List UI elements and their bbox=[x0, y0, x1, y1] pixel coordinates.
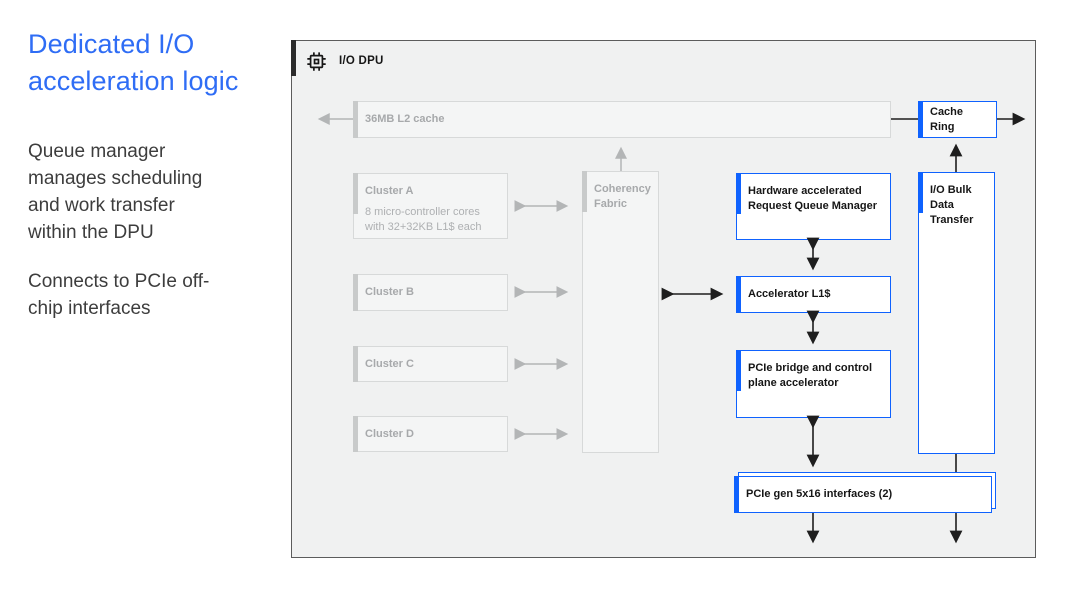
block-cluster-c: Cluster C bbox=[353, 346, 508, 382]
block-cache-ring: Cache Ring bbox=[918, 101, 997, 138]
block-accent bbox=[918, 101, 923, 138]
block-label: 36MB L2 cache bbox=[365, 113, 445, 125]
block-label: PCIe gen 5x16 interfaces (2) bbox=[746, 488, 893, 500]
block-accent bbox=[736, 276, 741, 313]
block-accent bbox=[736, 350, 741, 391]
block-io-bulk-transfer: I/O Bulk Data Transfer bbox=[918, 172, 995, 454]
block-label: PCIe bridge and control plane accelerato… bbox=[748, 362, 873, 389]
block-accent bbox=[353, 173, 358, 214]
block-l2-cache: 36MB L2 cache bbox=[353, 101, 891, 138]
block-accelerator-l1: Accelerator L1$ bbox=[736, 276, 891, 313]
block-pcie-bridge: PCIe bridge and control plane accelerato… bbox=[736, 350, 891, 418]
block-accent bbox=[353, 101, 358, 138]
block-label: Cluster A bbox=[365, 185, 414, 197]
block-label: Cache Ring bbox=[930, 105, 964, 133]
body-paragraph-queue-manager: Queue manager manages scheduling and wor… bbox=[28, 141, 203, 243]
block-accent bbox=[353, 274, 358, 311]
corner-accent-bar bbox=[290, 39, 296, 76]
dpu-header: I/O DPU bbox=[306, 49, 384, 73]
block-label: Cluster C bbox=[365, 357, 414, 370]
block-accent bbox=[734, 476, 739, 513]
block-label: I/O Bulk Data Transfer bbox=[930, 184, 974, 226]
page-title: Dedicated I/O acceleration logic bbox=[28, 29, 239, 96]
block-label: Cluster B bbox=[365, 286, 414, 298]
block-sublabel: 8 micro-controller cores with 32+32KB L1… bbox=[365, 206, 482, 233]
block-coherency-fabric: Coherency Fabric bbox=[582, 171, 659, 453]
block-pcie-interfaces: PCIe gen 5x16 interfaces (2) bbox=[734, 476, 992, 513]
block-cluster-d: Cluster D bbox=[353, 416, 508, 452]
block-label: Cluster D bbox=[365, 427, 414, 440]
body-paragraph-pcie: Connects to PCIe off-chip interfaces bbox=[28, 271, 210, 319]
block-label: Hardware accelerated Request Queue Manag… bbox=[748, 185, 877, 212]
chip-icon bbox=[307, 51, 326, 71]
block-accent bbox=[582, 171, 587, 212]
io-dpu-diagram: I/O DPU bbox=[290, 39, 1036, 558]
block-accent bbox=[918, 172, 923, 213]
block-cluster-a: Cluster A 8 micro-controller cores with … bbox=[353, 173, 508, 239]
block-accent bbox=[353, 346, 358, 382]
sidebar: Dedicated I/O acceleration logic Queue m… bbox=[28, 26, 253, 322]
block-request-queue-manager: Hardware accelerated Request Queue Manag… bbox=[736, 173, 891, 240]
block-accent bbox=[353, 416, 358, 452]
block-accent bbox=[736, 173, 741, 214]
dpu-header-label: I/O DPU bbox=[339, 55, 384, 67]
block-cluster-b: Cluster B bbox=[353, 274, 508, 311]
block-label: Accelerator L1$ bbox=[748, 288, 831, 300]
block-label: Coherency Fabric bbox=[594, 183, 651, 210]
